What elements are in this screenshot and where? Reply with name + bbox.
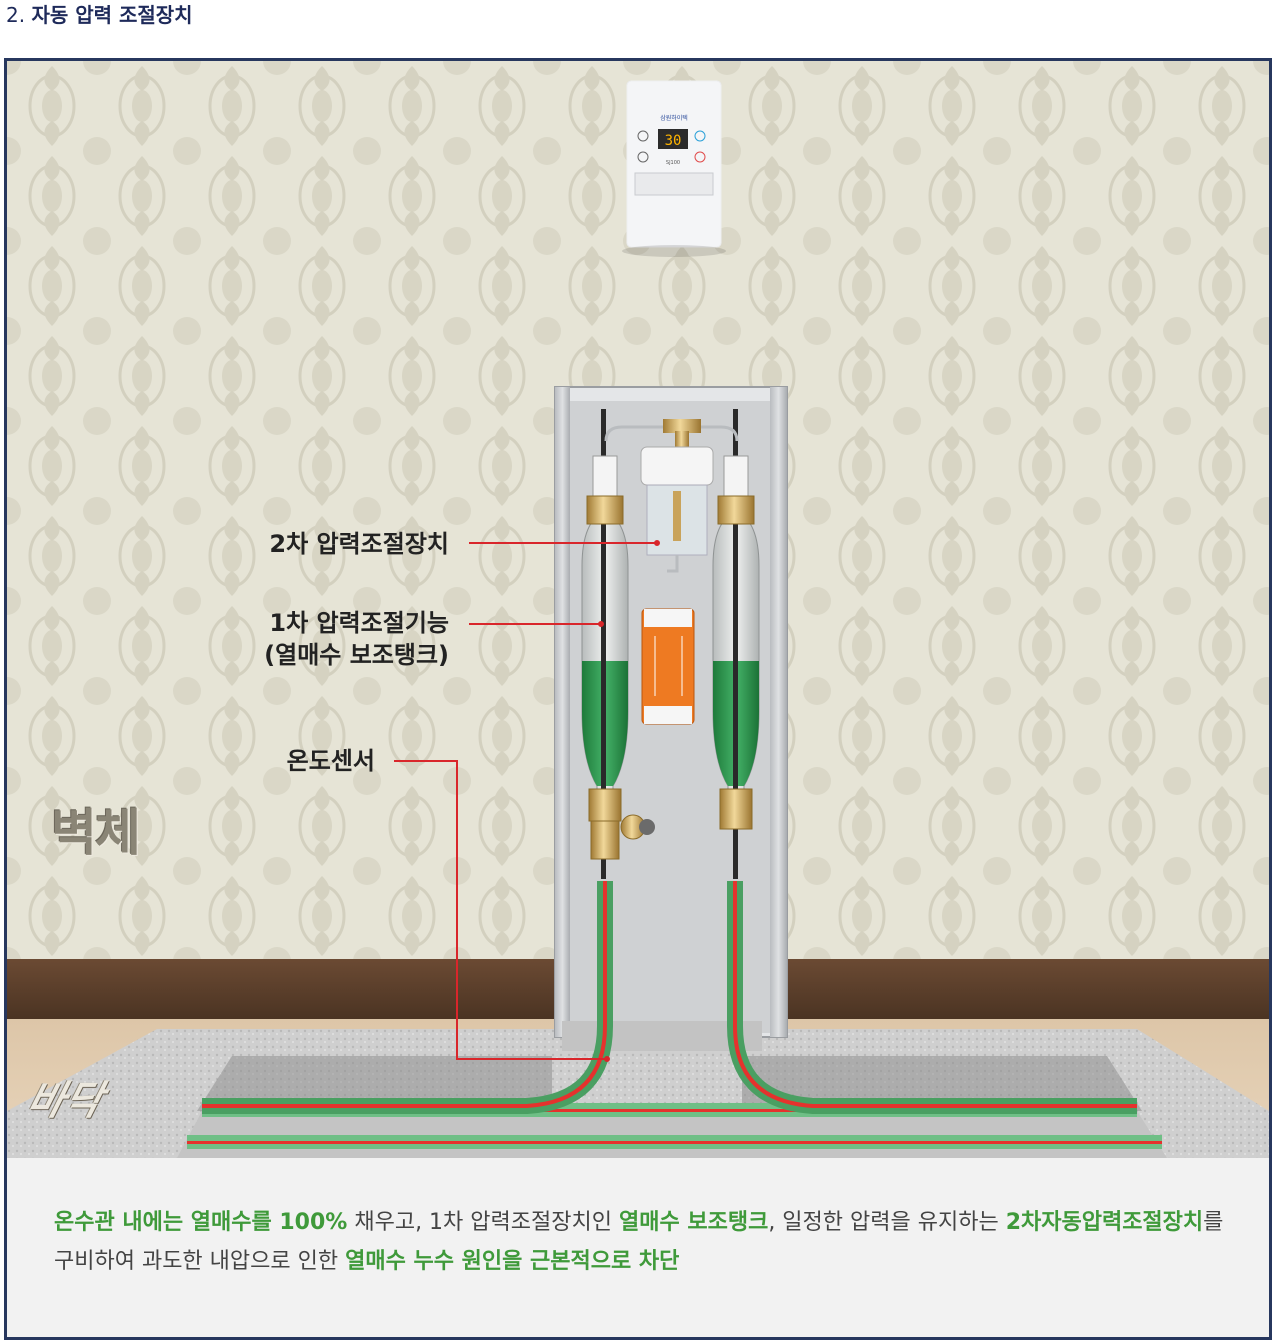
thermostat-display: 30 — [665, 133, 682, 149]
leader-lines — [394, 540, 660, 1062]
callout-primary-regulator: 1차 압력조절기능 (열매수 보조탱크) — [177, 607, 449, 671]
desc-text-2: 채우고, 1차 압력조절장치인 — [347, 1210, 619, 1235]
section-heading: 2. 자동 압력 조절장치 — [6, 0, 193, 30]
installation-illustration: 삼원하이텍 30 SJ100 — [7, 61, 1269, 1158]
riser-pipes — [202, 881, 1137, 1114]
section-title: 자동 압력 조절장치 — [31, 3, 193, 27]
desc-text-6: 를 구비하여 과도한 내압으로 인한 — [54, 1210, 1224, 1274]
callout-primary-line2: (열매수 보조탱크) — [264, 641, 449, 669]
section-number: 2. — [6, 3, 26, 27]
description-text: 온수관 내에는 열매수를 100% 채우고, 1차 압력조절장치인 열매수 보조… — [54, 1203, 1244, 1281]
wall-label: 벽체 — [51, 804, 141, 862]
callout-primary-line1: 1차 압력조절기능 — [269, 609, 449, 637]
desc-highlight-7: 열매수 누수 원인을 근본적으로 차단 — [345, 1249, 680, 1274]
illustration-frame: 삼원하이텍 30 SJ100 벽체 바닥 2차 압력조절장치 1차 압력조절기능… — [4, 58, 1272, 1340]
callout-temperature-sensor: 온도센서 — [286, 747, 375, 775]
desc-text-4: , 일정한 압력을 유지하는 — [768, 1210, 1006, 1235]
thermostat: 삼원하이텍 30 SJ100 — [622, 80, 726, 257]
right-tank — [712, 409, 760, 879]
desc-highlight-5: 2차자동압력조절장치 — [1005, 1210, 1204, 1235]
auxiliary-control-unit — [641, 608, 695, 725]
desc-highlight-3: 열매수 보조탱크 — [618, 1210, 769, 1235]
left-tank — [581, 409, 655, 879]
thermostat-brand: 삼원하이텍 — [660, 114, 688, 122]
callout-secondary-regulator: 2차 압력조절장치 — [269, 530, 449, 558]
floor-label: 바닥 — [22, 1078, 108, 1124]
desc-highlight-1: 온수관 내에는 열매수를 100% — [54, 1210, 348, 1235]
thermostat-model: SJ100 — [666, 160, 680, 166]
